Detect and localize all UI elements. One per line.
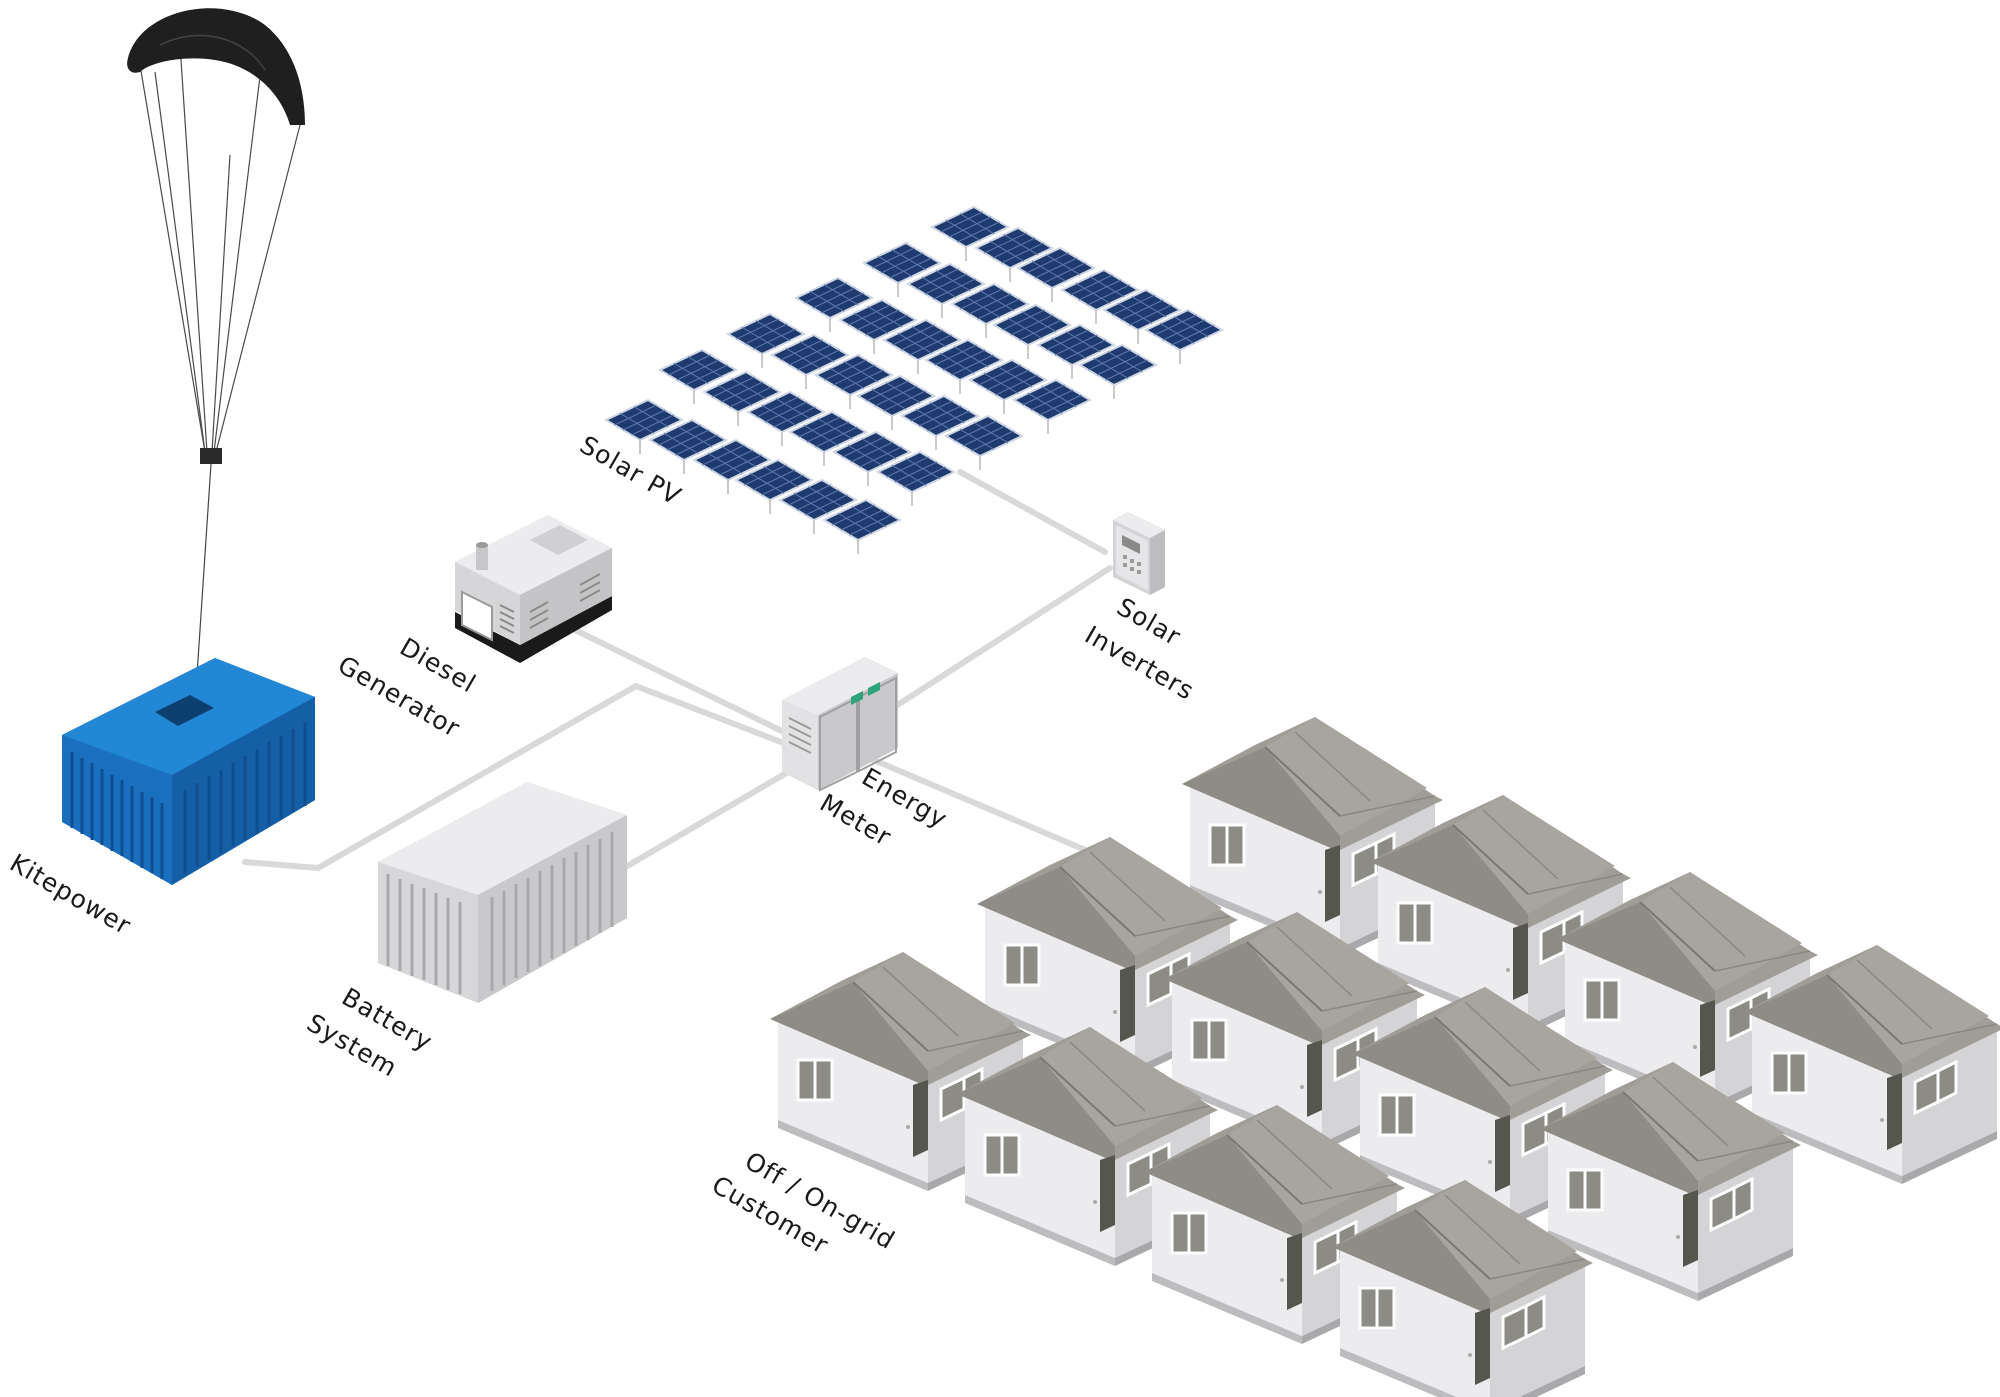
container-icon: [62, 658, 315, 885]
energy-meter-icon: [782, 657, 898, 792]
battery-icon: [378, 782, 627, 1003]
kite-icon: [127, 8, 306, 691]
connection-lines: [242, 469, 1113, 875]
inverter-icon: [1113, 512, 1165, 595]
label-kitepower: Kitepower: [5, 848, 136, 941]
houses: [768, 715, 2000, 1397]
solar-panel-icon: [605, 206, 1223, 555]
generator-icon: [455, 515, 612, 663]
